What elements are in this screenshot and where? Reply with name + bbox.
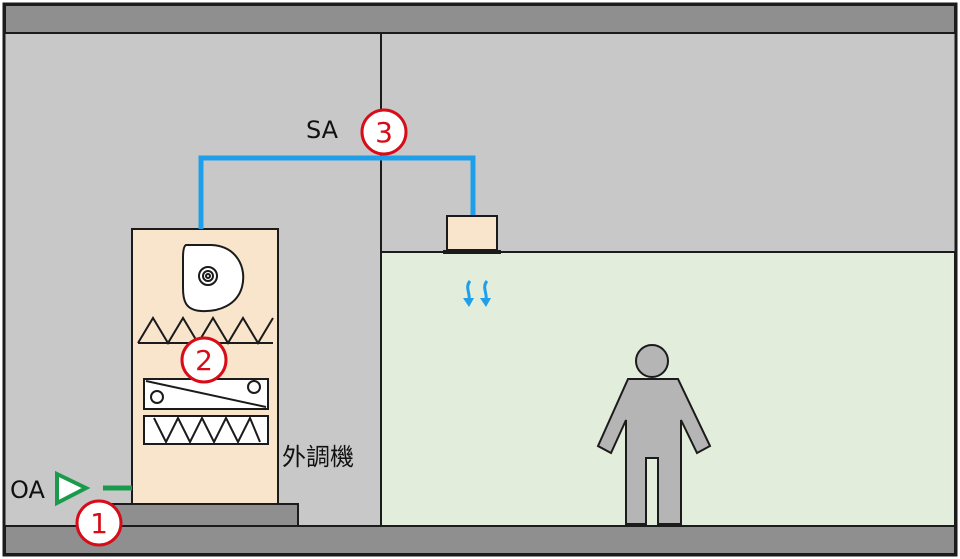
oa-damper-icon [55,470,132,507]
person-icon [596,344,712,525]
marker-3: 3 [360,108,408,156]
unit-base [102,503,299,527]
marker-2: 2 [180,336,228,384]
coil-icon [143,378,269,410]
top-slab [4,4,956,34]
centrifugal-fan-icon [182,244,245,313]
marker-3-text: 3 [375,116,393,149]
marker-1: 1 [75,499,123,547]
ceiling-diffuser-icon [443,215,501,254]
marker-1-text: 1 [90,507,108,540]
unit-label: 外調機 [282,443,354,471]
lower-filter-icon [143,415,269,445]
sa-label: SA [306,116,339,144]
marker-2-text: 2 [195,344,213,377]
supply-air-duct [198,155,476,229]
oa-label: OA [10,476,45,504]
bottom-slab [4,525,956,555]
airflow-arrows-icon [463,280,491,307]
